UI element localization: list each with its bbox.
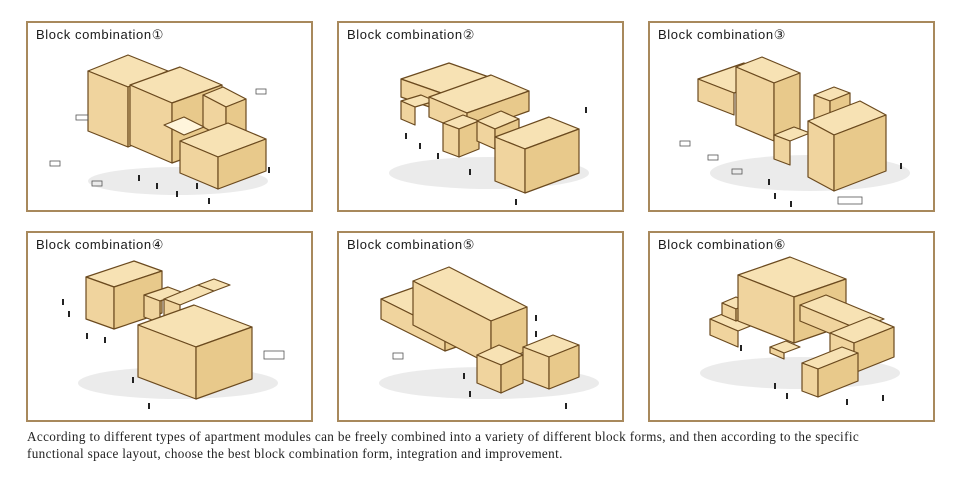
caption-line-1: According to different types of apartmen…: [27, 429, 860, 444]
block-diagram-3: [679, 56, 910, 207]
panel-title: Block combination⑥: [658, 237, 786, 252]
block-diagram-2: [389, 62, 589, 205]
panel-title: Block combination⑤: [347, 237, 475, 252]
panel-title: Block combination②: [347, 27, 475, 42]
panel-title: Block combination④: [36, 237, 164, 252]
panel-title: Block combination①: [36, 27, 164, 42]
block-diagram-5: [379, 266, 599, 409]
panel-block-combination-5: Block combination⑤: [337, 231, 624, 422]
caption-line-2: functional space layout, choose the best…: [27, 446, 563, 461]
block-diagram-6: [700, 256, 900, 405]
figure-caption: According to different types of apartmen…: [27, 428, 927, 462]
panel-title: Block combination③: [658, 27, 786, 42]
panel-block-combination-1: Block combination①: [26, 21, 313, 212]
panel-block-combination-3: Block combination③: [648, 21, 935, 212]
block-diagram-1: [49, 54, 270, 204]
block-diagram-4: [62, 260, 285, 409]
panel-block-combination-2: Block combination②: [337, 21, 624, 212]
panel-block-combination-6: Block combination⑥: [648, 231, 935, 422]
panel-block-combination-4: Block combination④: [26, 231, 313, 422]
